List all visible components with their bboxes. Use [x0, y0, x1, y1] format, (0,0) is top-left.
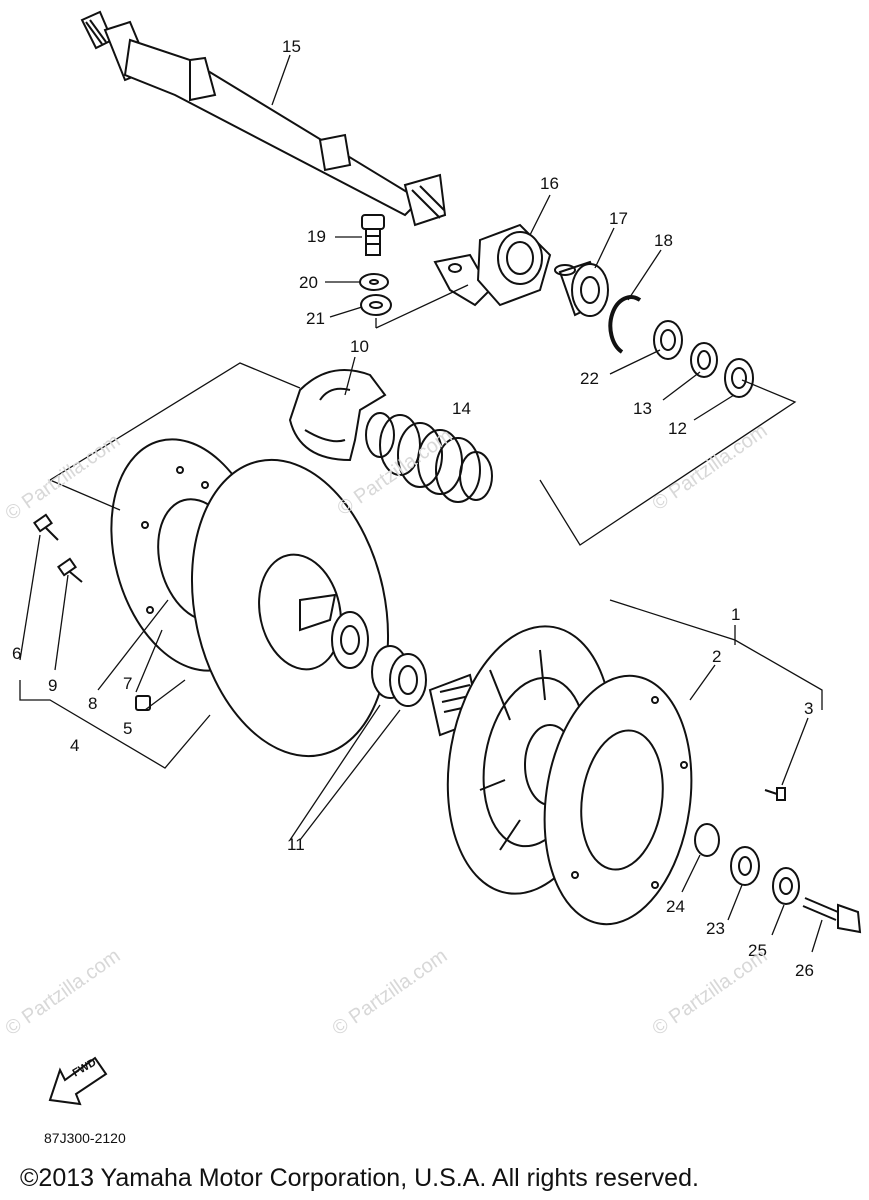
washer-part-12 [724, 358, 754, 398]
callout-21: 21 [306, 309, 325, 328]
screw-part-6 [33, 513, 59, 541]
callout-2: 2 [712, 647, 722, 666]
callout-16: 16 [540, 174, 559, 193]
washer-part-25 [772, 867, 800, 905]
callout-22: 22 [580, 369, 599, 388]
callout-23: 23 [706, 919, 725, 938]
bushing-part-11 [371, 645, 427, 707]
bolt-part-19 [361, 214, 385, 256]
spring-part-14 [365, 412, 493, 503]
callout-12: 12 [668, 419, 687, 438]
washer-part-22 [653, 320, 683, 360]
washer-part-23 [730, 846, 760, 886]
callout-24: 24 [666, 897, 685, 916]
callout-11: 11 [287, 835, 305, 854]
cam-part-10 [288, 369, 387, 462]
bearing-housing-part-16 [433, 223, 552, 307]
callout-13: 13 [633, 399, 652, 418]
leader-lines [19, 54, 823, 953]
callout-6: 6 [12, 644, 22, 663]
movable-sheave-part-4 [190, 458, 390, 758]
callout-10: 10 [350, 337, 369, 356]
callout-26: 26 [795, 961, 814, 980]
callout-4: 4 [70, 736, 80, 755]
bearing-part-17 [554, 260, 609, 317]
callout-8: 8 [88, 694, 98, 713]
callout-17: 17 [609, 209, 628, 228]
collar-part-24 [694, 823, 720, 857]
callout-5: 5 [123, 719, 133, 738]
callout-9: 9 [48, 676, 58, 695]
copyright-notice: ©2013 Yamaha Motor Corporation, U.S.A. A… [20, 1164, 699, 1192]
callout-25: 25 [748, 941, 767, 960]
diagram-code: 87J300-2120 [44, 1130, 126, 1146]
callout-18: 18 [654, 231, 673, 250]
callout-15: 15 [282, 37, 301, 56]
callout-19: 19 [307, 227, 326, 246]
screw-part-9 [57, 557, 83, 583]
washer-part-20 [359, 273, 389, 291]
sheave-plate-part-2 [543, 674, 693, 926]
circlip-part-18 [608, 295, 642, 354]
screw-part-5 [135, 695, 151, 711]
bolt-part-26 [802, 897, 862, 934]
callout-20: 20 [299, 273, 318, 292]
callout-1: 1 [731, 605, 741, 624]
screw-part-3 [764, 787, 786, 801]
callout-3: 3 [804, 699, 814, 718]
shaft-part-15 [80, 10, 447, 227]
callout-7: 7 [123, 674, 133, 693]
washer-part-13 [690, 342, 718, 378]
washer-part-21 [360, 294, 392, 316]
callout-14: 14 [452, 399, 471, 418]
fwd-arrow-icon [48, 1056, 108, 1106]
